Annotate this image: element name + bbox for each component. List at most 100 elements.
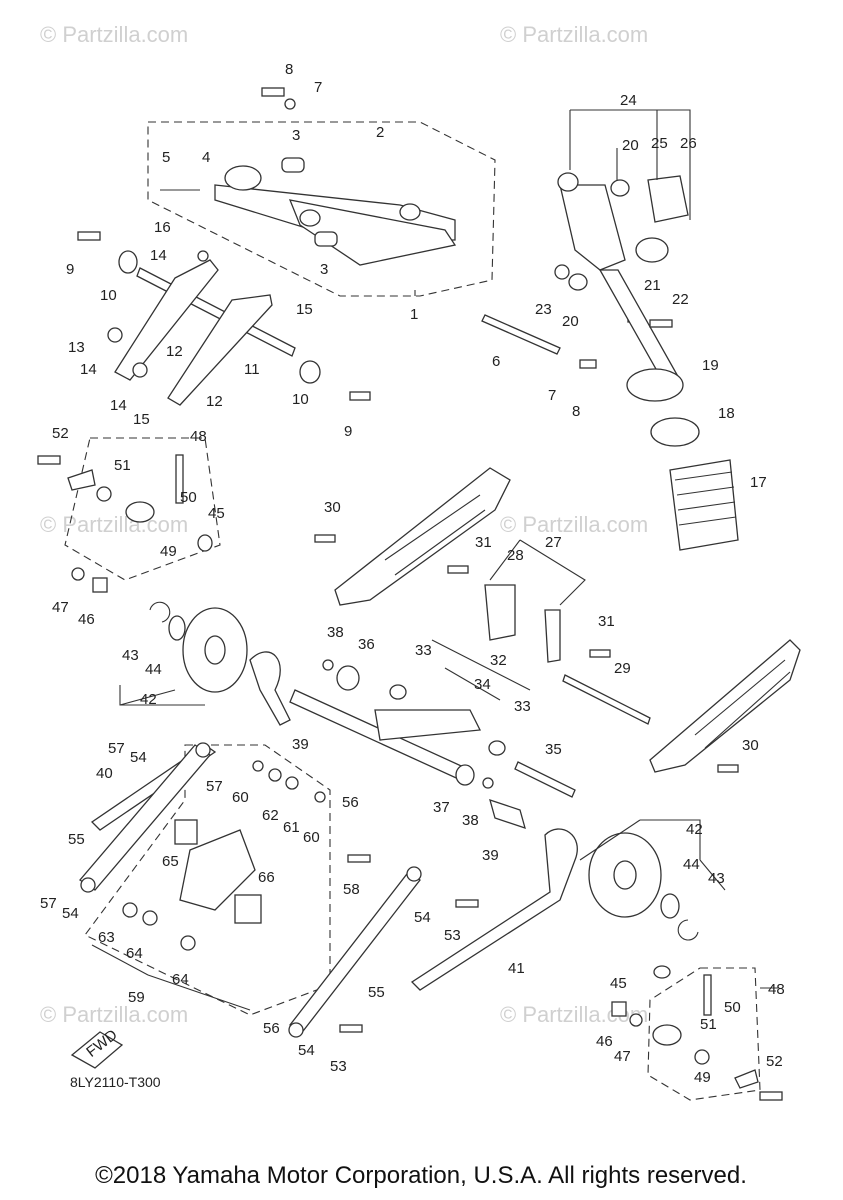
callout: 45 <box>208 505 225 522</box>
arm-bracket-lower <box>288 199 457 266</box>
bolt-8 <box>261 87 285 97</box>
bushing-25 <box>647 175 689 223</box>
callout: 33 <box>415 642 432 659</box>
callout: 52 <box>52 425 69 442</box>
bolt-50 <box>175 454 184 504</box>
callout: 61 <box>283 819 300 836</box>
callout: 14 <box>80 361 97 378</box>
spring-41 <box>410 828 578 991</box>
arm-boss <box>299 209 321 227</box>
bolt-8 <box>579 359 597 369</box>
callout: 66 <box>258 869 275 886</box>
callout: 7 <box>548 387 556 404</box>
callout: 63 <box>98 929 115 946</box>
arm-end <box>80 877 96 893</box>
callout: 56 <box>263 1020 280 1037</box>
callout: 26 <box>680 135 697 152</box>
callout: 49 <box>160 543 177 560</box>
seal-26 <box>635 237 669 263</box>
callout: 9 <box>344 423 352 440</box>
right-wheel-assembly <box>410 828 699 991</box>
callout: 20 <box>622 137 639 154</box>
callout: 20 <box>562 313 579 330</box>
group-box-1 <box>147 121 496 297</box>
callout: 2 <box>376 124 384 141</box>
callout: 37 <box>433 799 450 816</box>
callout: 38 <box>327 624 344 641</box>
pivot-shaft-6 <box>481 314 561 355</box>
callout: 9 <box>66 261 74 278</box>
bolt-52 <box>37 455 61 465</box>
callout: 46 <box>596 1033 613 1050</box>
callout: 50 <box>724 999 741 1016</box>
bushing-45 <box>653 965 671 979</box>
callout: 27 <box>545 534 562 551</box>
callout: 12 <box>206 393 223 410</box>
callout: 8 <box>285 61 293 78</box>
callout: 24 <box>620 92 637 109</box>
callout: 55 <box>368 984 385 1001</box>
damper-assembly <box>122 760 326 951</box>
bracket-27b <box>544 609 561 663</box>
collar-51 <box>96 486 112 502</box>
link-arm-12a <box>114 259 219 381</box>
callout: 30 <box>742 737 759 754</box>
bushing-20 <box>568 273 588 291</box>
bolt-31 <box>447 565 469 574</box>
adjuster-left <box>37 454 213 593</box>
callout: 47 <box>52 599 69 616</box>
callout: 57 <box>206 778 223 795</box>
callout-labels: 8 7 3 2 5 4 24 20 25 26 16 14 9 10 3 15 … <box>40 61 785 1086</box>
callout: 3 <box>320 261 328 278</box>
bushing-10 <box>118 250 138 274</box>
bracket-27 <box>484 584 516 641</box>
callout: 48 <box>190 428 207 445</box>
callout: 53 <box>330 1058 347 1075</box>
arm-boss <box>224 165 262 191</box>
shock-body <box>559 184 626 271</box>
callout: 31 <box>475 534 492 551</box>
callout: 57 <box>40 895 57 912</box>
group-box-48-left <box>64 437 221 581</box>
bushing-63 <box>122 902 138 918</box>
bushing-64 <box>180 935 196 951</box>
callout: 43 <box>122 647 139 664</box>
callout: 21 <box>644 277 661 294</box>
spring-17 <box>669 459 739 551</box>
washer-47 <box>629 1013 643 1027</box>
watermark: © Partzilla.com <box>40 22 188 47</box>
group-outlines <box>64 121 761 1101</box>
callout: 25 <box>651 135 668 152</box>
cam-46 <box>611 1001 627 1017</box>
bolt-53 <box>339 1024 363 1033</box>
copyright-notice: ©2018 Yamaha Motor Corporation, U.S.A. A… <box>95 1162 747 1189</box>
left-wheel-assembly <box>90 601 291 831</box>
arm-32 <box>374 709 482 741</box>
wheel-hub <box>613 860 637 890</box>
bolt-22 <box>649 319 673 328</box>
callout: 53 <box>444 927 461 944</box>
callout: 51 <box>114 457 131 474</box>
watermark: © Partzilla.com <box>500 22 648 47</box>
callout: 10 <box>100 287 117 304</box>
arm-end <box>195 742 211 758</box>
callout: 46 <box>78 611 95 628</box>
callout: 33 <box>514 698 531 715</box>
callout: 38 <box>462 812 479 829</box>
callout: 35 <box>545 741 562 758</box>
link-arm-12b <box>167 294 273 406</box>
callout: 39 <box>482 847 499 864</box>
callout: 59 <box>128 989 145 1006</box>
callout: 7 <box>314 79 322 96</box>
circlip-43 <box>677 919 699 941</box>
arm-end <box>406 866 422 882</box>
callout: 55 <box>68 831 85 848</box>
washer-47 <box>71 567 85 581</box>
callout: 36 <box>358 636 375 653</box>
rear-arm-left <box>79 742 211 893</box>
wheel-hub <box>204 635 226 665</box>
bushing-33 <box>488 740 506 756</box>
bolt-31 <box>589 649 611 658</box>
rear-arm-right <box>288 866 422 1038</box>
